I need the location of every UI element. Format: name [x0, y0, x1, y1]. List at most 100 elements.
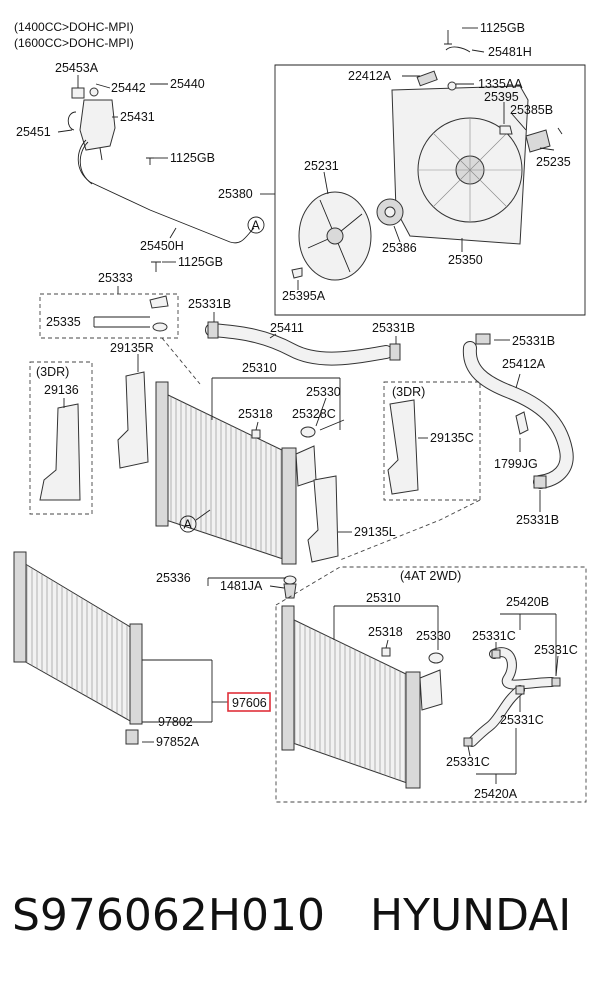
- receiver-drier: [129, 623, 143, 725]
- mount-insulator: [152, 322, 168, 332]
- ref-marker-a-top: [247, 216, 265, 234]
- label-25420a: 25420A: [474, 787, 518, 801]
- label-25318-a: 25318: [238, 407, 273, 421]
- label-1125gb-tank: 1125GB: [170, 151, 215, 165]
- ref-marker-a-radiator: [179, 515, 197, 533]
- mount-bracket: [149, 295, 169, 309]
- radiator-at-left-tank: [281, 605, 295, 751]
- label-97606: 97606: [232, 696, 267, 710]
- hose-clamp-25331c-b: [551, 677, 561, 687]
- label-25412a: 25412A: [502, 357, 546, 371]
- hose-clamp-25331b-d: [533, 475, 547, 489]
- reservoir-cap: [89, 87, 99, 97]
- label-25231: 25231: [304, 159, 339, 173]
- label-25235: 25235: [536, 155, 571, 169]
- hose-clamp-25331c-c: [515, 685, 525, 695]
- clip-1799jg: [515, 411, 529, 435]
- label-25331c-c: 25331C: [500, 713, 544, 727]
- label-25330-b: 25330: [416, 629, 451, 643]
- label-25331b-a: 25331B: [188, 297, 231, 311]
- label-29135r: 29135R: [110, 341, 154, 355]
- label-25453a: 25453A: [55, 61, 99, 75]
- label-1125gb-top: 1125GB: [480, 21, 525, 35]
- label-29135c: 29135C: [430, 431, 474, 445]
- label-29136: 29136: [44, 383, 79, 397]
- label-25328c: 25328C: [292, 407, 336, 421]
- label-25331b-c: 25331B: [512, 334, 555, 348]
- radiator-at-filler: [419, 669, 443, 711]
- clip-22412a: [416, 70, 438, 87]
- label-25411: 25411: [270, 321, 304, 335]
- cap-97852a: [125, 729, 139, 745]
- label-25350: 25350: [448, 253, 483, 267]
- mount-insulator-25336: [283, 575, 297, 585]
- three-door-left-box: [29, 361, 93, 515]
- label-1799jg: 1799JG: [494, 457, 538, 471]
- label-25420b: 25420B: [506, 595, 549, 609]
- bolt-1125gb-tank: [146, 157, 154, 165]
- automatic-variant-group: (4AT 2WD) 25310 25318 25330 25420B: [275, 566, 587, 803]
- label-1335aa: 1335AA: [478, 77, 523, 91]
- label-25440: 25440: [170, 77, 205, 91]
- reservoir-hose-long: [77, 139, 255, 244]
- ref-marker-a-top-text: A: [252, 219, 261, 233]
- label-22412a: 22412A: [348, 69, 392, 83]
- ref-marker-a-radiator-text: A: [184, 518, 193, 532]
- nut-1335aa: [447, 81, 457, 91]
- clip-25481h: [445, 46, 471, 53]
- label-25331c-b: 25331C: [534, 643, 578, 657]
- bracket-group: 1125GB 25333 25335: [39, 255, 223, 339]
- label-29135l: 29135L: [354, 525, 396, 539]
- air-guard-29135l: [307, 475, 339, 563]
- label-1125gb-bracket: 1125GB: [178, 255, 223, 269]
- highlight-box-97606: [227, 692, 271, 712]
- clip-25395: [499, 125, 513, 135]
- hose-clamp-25331b-a: [207, 321, 219, 339]
- label-25333: 25333: [98, 271, 133, 285]
- reservoir-cap-seal: [71, 87, 85, 99]
- label-25331c-a: 25331C: [472, 629, 516, 643]
- air-guard-29136: [39, 403, 81, 501]
- radiator-cap-25330-at: [428, 652, 444, 664]
- label-25481h: 25481H: [488, 45, 532, 59]
- bolt-1125gb-top: [444, 30, 452, 45]
- radiator-filler: [295, 445, 317, 487]
- clip-25395a: [291, 267, 303, 279]
- bracket-1481ja: [283, 583, 297, 599]
- label-4at-2wd: (4AT 2WD): [400, 569, 461, 583]
- label-25380: 25380: [218, 187, 253, 201]
- label-25336: 25336: [156, 571, 191, 585]
- parts-diagram: (1400CC>DOHC-MPI) (1600CC>DOHC-MPI) 2545…: [13, 20, 587, 803]
- hose-clamp-25331c-a: [491, 649, 501, 659]
- three-door-right-box: [383, 381, 481, 501]
- label-25385b: 25385B: [510, 103, 553, 117]
- label-25451: 25451: [16, 125, 51, 139]
- bolt-1125gb-bracket: [151, 261, 161, 272]
- label-25318-b: 25318: [368, 625, 403, 639]
- label-25395: 25395: [484, 90, 519, 104]
- reservoir-tank-group: 25453A 25442 25440 25431 25451 1125GB 25…: [16, 61, 265, 253]
- label-25442: 25442: [111, 81, 146, 95]
- label-25395a: 25395A: [282, 289, 326, 303]
- label-3dr-left: (3DR): [36, 365, 69, 379]
- label-25310-b: 25310: [366, 591, 401, 605]
- radiator-right-tank: [281, 447, 297, 565]
- upper-hose-group: 25331B 25411 25331B: [188, 297, 415, 366]
- lower-hose-group: 25331B 25412A 1799JG 25331B: [462, 333, 574, 527]
- label-3dr-right: (3DR): [392, 385, 425, 399]
- engine-note-1600: (1600CC>DOHC-MPI): [14, 36, 134, 50]
- air-guard-right-group: 29135R: [110, 337, 201, 469]
- condenser-left-tank: [13, 551, 27, 663]
- brand-text: HYUNDAI: [370, 890, 571, 941]
- drain-plug-25318: [251, 429, 261, 439]
- connector-25235: [557, 127, 563, 135]
- label-97852a: 97852A: [156, 735, 200, 749]
- label-25330-a: 25330: [306, 385, 341, 399]
- part-number-text: S976062H010: [12, 890, 325, 941]
- engine-note-1400: (1400CC>DOHC-MPI): [14, 20, 134, 34]
- label-25310-a: 25310: [242, 361, 277, 375]
- fan-assembly-frame: [274, 64, 586, 316]
- part-caption: S976062H010 HYUNDAI: [12, 890, 571, 941]
- three-door-right-group: (3DR) 29135C: [339, 381, 481, 561]
- radiator-at-right-tank: [405, 671, 421, 789]
